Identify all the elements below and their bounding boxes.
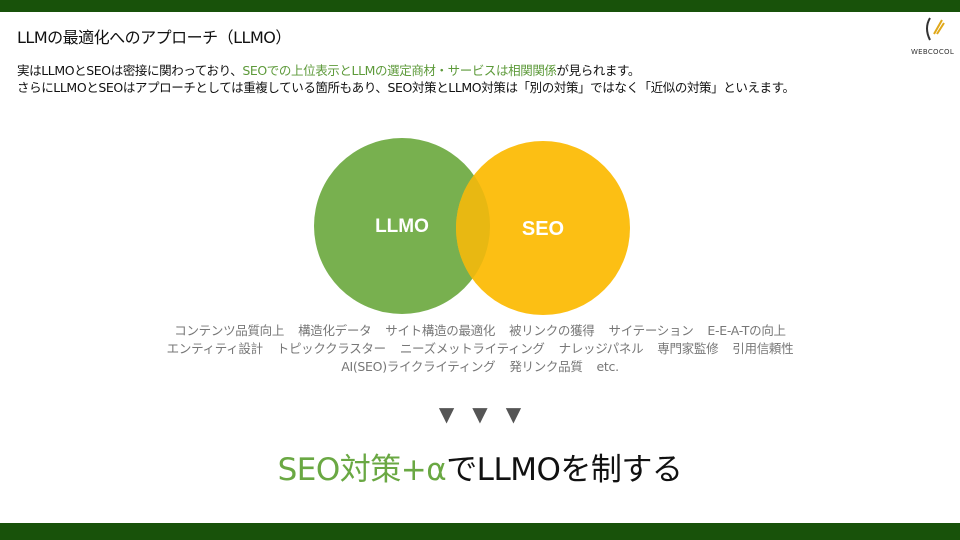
keyword: 被リンクの獲得 bbox=[509, 323, 595, 338]
keyword: トピッククラスター bbox=[276, 341, 386, 356]
llmo-circle bbox=[314, 138, 490, 314]
keyword: 引用信頼性 bbox=[732, 341, 794, 356]
conclusion-text: でLLMOを制する bbox=[446, 452, 683, 488]
down-arrow-icon: ▼ bbox=[438, 402, 455, 426]
keyword: etc. bbox=[596, 359, 620, 374]
intro-line2: さらにLLMOとSEOはアプローチとしては重複している箇所もあり、SEO対策とL… bbox=[17, 80, 795, 95]
slide-title: LLMの最適化へのアプローチ（LLMO） bbox=[17, 28, 291, 47]
keyword: 専門家監修 bbox=[657, 341, 719, 356]
keyword: 構造化データ bbox=[298, 323, 372, 338]
keyword: E-E-A-Tの向上 bbox=[707, 323, 786, 338]
keyword: エンティティ設計 bbox=[166, 341, 263, 356]
seo-circle bbox=[456, 141, 630, 315]
keyword: ナレッジパネル bbox=[558, 341, 644, 356]
intro-line1: 実はLLMOとSEOは密接に関わっており、 bbox=[17, 63, 243, 78]
keyword: ニーズメットライティング bbox=[399, 341, 545, 356]
logo: WEBCOCOL bbox=[905, 14, 960, 56]
keyword: コンテンツ品質向上 bbox=[174, 323, 285, 338]
top-bar bbox=[0, 0, 960, 12]
down-arrow-icon: ▼ bbox=[505, 402, 522, 426]
logo-text: WEBCOCOL bbox=[910, 48, 955, 56]
conclusion-highlight: SEO対策+α bbox=[277, 452, 447, 488]
keyword-row: エンティティ設計トピッククラスターニーズメットライティングナレッジパネル専門家監… bbox=[80, 340, 880, 358]
intro-text: 実はLLMOとSEOは密接に関わっており、SEOでの上位表示とLLMの選定商材・… bbox=[17, 62, 897, 96]
keyword: AI(SEO)ライクライティング bbox=[341, 359, 496, 374]
keyword: サイト構造の最適化 bbox=[385, 323, 496, 338]
keyword-row: コンテンツ品質向上構造化データサイト構造の最適化被リンクの獲得サイテーション E-… bbox=[80, 322, 880, 340]
venn-diagram: LLMO SEO bbox=[314, 138, 630, 315]
keyword-row: AI(SEO)ライクライティング発リンク品質 etc. bbox=[80, 358, 880, 376]
keyword-list: コンテンツ品質向上構造化データサイト構造の最適化被リンクの獲得サイテーション E-… bbox=[80, 322, 880, 376]
bottom-bar bbox=[0, 523, 960, 540]
intro-highlight: SEOでの上位表示とLLMの選定商材・サービスは相関関係 bbox=[242, 63, 557, 78]
intro-line1-end: が見られます。 bbox=[556, 63, 641, 78]
down-arrows: ▼ ▼ ▼ bbox=[0, 402, 960, 426]
keyword: 発リンク品質 bbox=[509, 359, 583, 374]
down-arrow-icon: ▼ bbox=[472, 402, 488, 426]
conclusion: SEO対策+αでLLMOを制する bbox=[0, 444, 960, 489]
logo-icon bbox=[925, 17, 945, 41]
seo-label: SEO bbox=[522, 218, 564, 240]
llmo-label: LLMO bbox=[375, 216, 429, 237]
keyword: サイテーション bbox=[608, 323, 694, 338]
